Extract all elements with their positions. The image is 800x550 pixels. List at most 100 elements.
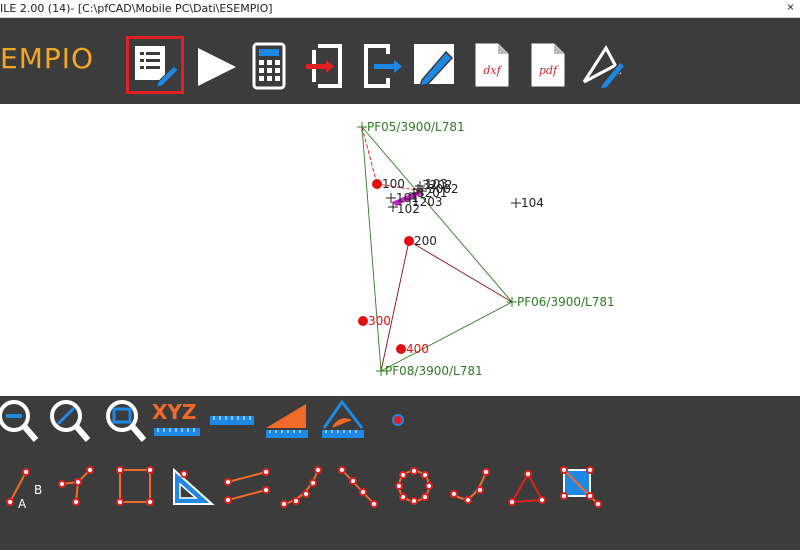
point-label: 101 [396,191,419,205]
export-button[interactable] [352,36,410,94]
survey-point[interactable]: 3202 [413,178,453,194]
survey-line [380,240,410,372]
point-label: 104 [521,196,544,210]
point-cross [511,198,521,208]
close-icon[interactable]: × [786,0,794,14]
point-ab-button[interactable]: A B [0,464,52,511]
survey-line [408,240,513,303]
triangle-points-icon [508,470,546,506]
traverse-line [361,126,382,372]
ruler-icon [210,416,254,425]
point-label: 103 [425,177,448,191]
traverse-line [361,126,513,303]
edit-button[interactable] [406,36,464,94]
point-label: 100 [382,177,405,191]
survey-point[interactable]: 101 [386,191,419,205]
project-name: EMPIO [0,42,95,75]
rectangle-points-button[interactable] [110,464,162,510]
survey-point[interactable]: 400 [396,342,429,356]
survey-point[interactable]: 3201 [409,186,448,200]
survey-point[interactable]: 300 [358,314,391,328]
circle-points-button[interactable] [390,464,442,510]
traverse-line [380,301,513,372]
set-square-button[interactable] [166,464,218,510]
pdf-file-icon: pdf [531,43,565,87]
drawing-svg[interactable]: PF05/3900/L781PF06/3900/L781PF08/3900/L7… [0,104,800,396]
pdf-export-button[interactable]: pdf [518,36,576,94]
window-title: ILE 2.00 (14)- [C:\pfCAD\Mobile PC\Dati\… [0,2,273,15]
arc-points-button[interactable] [446,464,498,510]
point-label: PF08/3900/L781 [385,364,483,378]
curve-points-button[interactable] [278,464,330,510]
point-cross [413,184,423,194]
dxf-export-button[interactable]: dxf [462,36,520,94]
list-edit-button[interactable] [126,36,184,94]
zoom-out-icon [0,400,39,442]
point-cross [376,366,386,376]
point-label: 3202 [422,178,453,192]
circle-points-icon [395,467,433,505]
draw-lines-icon [582,45,627,90]
ruler-button[interactable] [206,398,258,444]
point-label: PF06/3900/L781 [517,295,615,309]
survey-point[interactable]: PF06/3900/L781 [507,295,615,309]
zoom-extents-button[interactable] [46,398,98,444]
point-cross [409,188,419,198]
zoom-out-button[interactable] [0,398,46,444]
bottom-toolbar: XYZ [0,396,800,550]
point-marker [396,344,406,354]
edit-pencil-icon [414,44,454,88]
survey-point[interactable]: PF05/3900/L781 [357,120,465,134]
survey-point[interactable]: 3002 [417,182,459,196]
calculator-icon [252,42,286,90]
point-cross [388,202,398,212]
zoom-window-button[interactable] [102,398,154,444]
point-marker [372,179,382,189]
point-cross [507,297,517,307]
point-label: 1203 [412,195,443,209]
triangle-points-button[interactable] [502,464,554,510]
angle-measure-icon [322,399,364,438]
point-label: 200 [414,234,437,248]
xyz-coordinates-button[interactable]: XYZ [152,398,204,444]
area-button[interactable] [262,398,314,444]
drawing-points: PF05/3900/L781PF06/3900/L781PF08/3900/L7… [357,120,615,378]
set-square-icon [173,467,215,505]
play-button[interactable] [186,36,244,94]
survey-point[interactable]: 200 [404,234,437,248]
parallel-lines-button[interactable] [222,464,274,510]
survey-point[interactable]: PF08/3900/L781 [376,364,483,378]
point-label: 400 [406,342,429,356]
point-marker-button[interactable] [372,398,424,444]
point-a-label: A [18,497,27,510]
zoom-extents-icon [50,400,91,442]
angle-measure-button[interactable] [318,398,370,444]
xyz-coordinates-icon [154,428,200,436]
survey-point[interactable]: 1203 [405,194,443,209]
point-label: 102 [397,202,420,216]
survey-point[interactable]: 102 [388,202,420,216]
xyz-label: XYZ [152,400,197,424]
parallel-lines-icon [224,468,270,504]
survey-point[interactable]: 100 [372,177,405,191]
survey-point[interactable]: 104 [511,196,544,210]
polyline-branch-button[interactable] [56,464,108,510]
pdf-label: pdf [539,64,559,77]
area-icon [266,404,308,438]
diagonal-points-button[interactable] [334,464,386,510]
point-cross [357,122,367,132]
point-cross [417,186,427,196]
draw-lines-button[interactable] [574,36,632,94]
zoom-window-icon [106,400,147,442]
point-b-label: B [34,483,42,497]
point-cross [386,193,396,203]
calculator-button[interactable] [240,36,298,94]
point-cross [405,194,415,204]
polygon-fill-button[interactable] [556,464,608,510]
play-icon [198,48,236,86]
list-edit-icon [135,46,179,88]
import-button[interactable] [296,36,354,94]
point-ab-icon: A B [6,468,42,511]
dxf-label: dxf [483,64,502,77]
